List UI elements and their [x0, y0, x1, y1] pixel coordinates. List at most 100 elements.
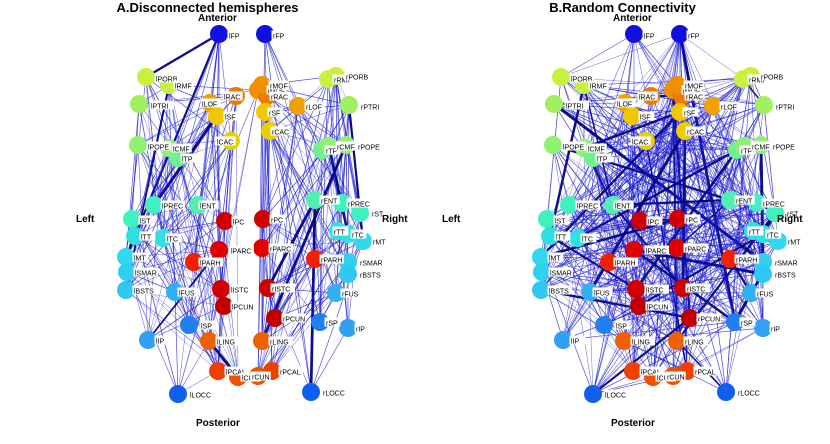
b-node-label-rip: rIP — [771, 327, 780, 334]
b-edge-499 — [623, 340, 727, 393]
b-edge-160 — [592, 95, 683, 159]
b-node-label-lrac: lRAC — [639, 95, 655, 102]
b-node-label-rptri: rPTRI — [776, 105, 794, 112]
b-node-label-rtt: rTT — [749, 230, 761, 237]
b-node-label-ristc: rISTC — [687, 287, 705, 294]
a-label-box-rlocc — [321, 387, 346, 397]
b-label-box-rpc — [684, 214, 701, 224]
a-edge-148 — [269, 130, 321, 323]
b-label-box-ltp — [595, 153, 612, 163]
b-node-label-lsp: lSP — [616, 324, 627, 331]
a-node-rptri — [340, 96, 358, 114]
b-edge-14 — [583, 33, 681, 149]
network-graph-b: lFPrFPlPORBlRMFlPTRIlLOFlRAClMOFlSFlCACl… — [532, 25, 803, 403]
a-label-box-lpope — [146, 141, 171, 151]
b-label-box-lpcal — [639, 366, 664, 376]
a-edge-232 — [262, 218, 316, 260]
b-edge-426 — [638, 233, 764, 307]
b-edge-12 — [560, 33, 681, 78]
a-node-lpc — [216, 212, 234, 230]
b-node-label-ltt: lTT — [556, 235, 567, 242]
b-node-label-rcmf: rCMF — [752, 145, 770, 152]
b-node-label-lrmf: lRMF — [590, 84, 607, 91]
b-edge-76 — [583, 102, 626, 149]
a-node-lsf — [208, 107, 226, 125]
a-node-label-rsmar: rSMAR — [360, 261, 383, 268]
b-node-lling — [615, 332, 633, 350]
panel-a-title: A.Disconnected hemispheres — [116, 0, 299, 15]
a-node-label-rcac: rCAC — [272, 130, 289, 137]
a-label-box-lmt — [132, 252, 149, 262]
b-edge-2 — [583, 33, 635, 149]
b-label-box-rst — [785, 208, 802, 218]
b-node-label-rbsts: rBSTS — [775, 273, 796, 280]
a-label-box-rmt — [371, 236, 388, 246]
a-node-label-rst: rST — [372, 212, 384, 219]
b-label-box-lsp — [614, 320, 631, 330]
a-edge-305 — [125, 289, 219, 372]
b-edge-409 — [635, 247, 678, 290]
a-node-label-rsf: rSF — [269, 111, 280, 118]
b-edge-270 — [763, 104, 776, 214]
b-label-box-lmt — [547, 252, 564, 262]
a-node-label-rpc: rPC — [271, 218, 283, 225]
a-node-label-rrmf: rRMF — [334, 78, 352, 85]
a-node-rip — [339, 319, 357, 337]
b-label-box-ltt — [554, 231, 571, 241]
a-edge-195 — [261, 144, 347, 249]
b-node-label-lling: lLING — [632, 340, 650, 347]
a-edge-147 — [269, 130, 337, 294]
a-node-label-rptri: rPTRI — [361, 105, 379, 112]
a-edge-19 — [145, 76, 232, 142]
b-node-rptri — [755, 96, 773, 114]
b-node-lpcal — [624, 362, 642, 380]
b-node-rparc — [668, 239, 686, 257]
b-edge-169 — [592, 157, 764, 235]
b-node-label-rsp: rSP — [741, 321, 753, 328]
a-node-lsp — [180, 316, 198, 334]
b-node-lpope — [544, 136, 562, 154]
b-node-lparc — [625, 241, 643, 259]
a-edge-261 — [125, 249, 220, 291]
a-label-box-lmof — [266, 85, 287, 95]
a-edge-11 — [264, 33, 299, 107]
a-label-box-lsp — [199, 320, 216, 330]
b-node-label-llocc: lLOCC — [605, 393, 626, 400]
a-label-box-lpc — [231, 216, 248, 226]
a-node-label-lcun: lCUN — [242, 376, 259, 383]
b-edge-3 — [633, 33, 678, 86]
b-node-label-lsf: lSF — [640, 115, 651, 122]
a-edge-174 — [347, 104, 350, 235]
a-label-box-rpope — [356, 141, 381, 151]
a-edge-292 — [267, 258, 316, 289]
b-edge-305 — [750, 144, 762, 294]
b-edge-5 — [612, 33, 635, 206]
a-edge-76 — [193, 115, 218, 263]
a-node-label-rling: rLING — [270, 340, 289, 347]
b-node-label-rpcun: rPCUN — [698, 317, 720, 324]
a-label-box-lcac — [215, 136, 236, 146]
a-edge-143 — [261, 130, 271, 249]
a-edge-239 — [274, 199, 316, 319]
a-edge-288 — [125, 256, 222, 290]
b-node-lpc — [631, 212, 649, 230]
a-node-label-rparh: rPARH — [321, 258, 342, 265]
anterior-label-b: Anterior — [613, 13, 652, 24]
a-node-label-lrmf: lRMF — [175, 84, 192, 91]
b-node-label-lfp: lFP — [644, 34, 655, 41]
a-node-lsmar — [118, 263, 136, 281]
b-label-box-lcmf — [586, 143, 607, 153]
b-edge-417 — [603, 230, 754, 326]
a-node-label-lpcun: lPCUN — [232, 305, 253, 312]
a-label-box-ltc — [165, 233, 182, 243]
a-label-box-ltt — [139, 231, 156, 241]
b-label-box-ltc — [580, 233, 597, 243]
b-node-label-rpcal: rPCAL — [695, 370, 716, 377]
a-edge-257 — [162, 237, 190, 326]
a-node-label-lpc: lPC — [233, 220, 244, 227]
b-label-box-rpcun — [696, 313, 721, 323]
b-label-box-lsf — [638, 111, 655, 121]
a-edge-93 — [137, 144, 149, 341]
b-edge-177 — [592, 157, 674, 377]
b-node-label-rsmar: rSMAR — [775, 261, 798, 268]
